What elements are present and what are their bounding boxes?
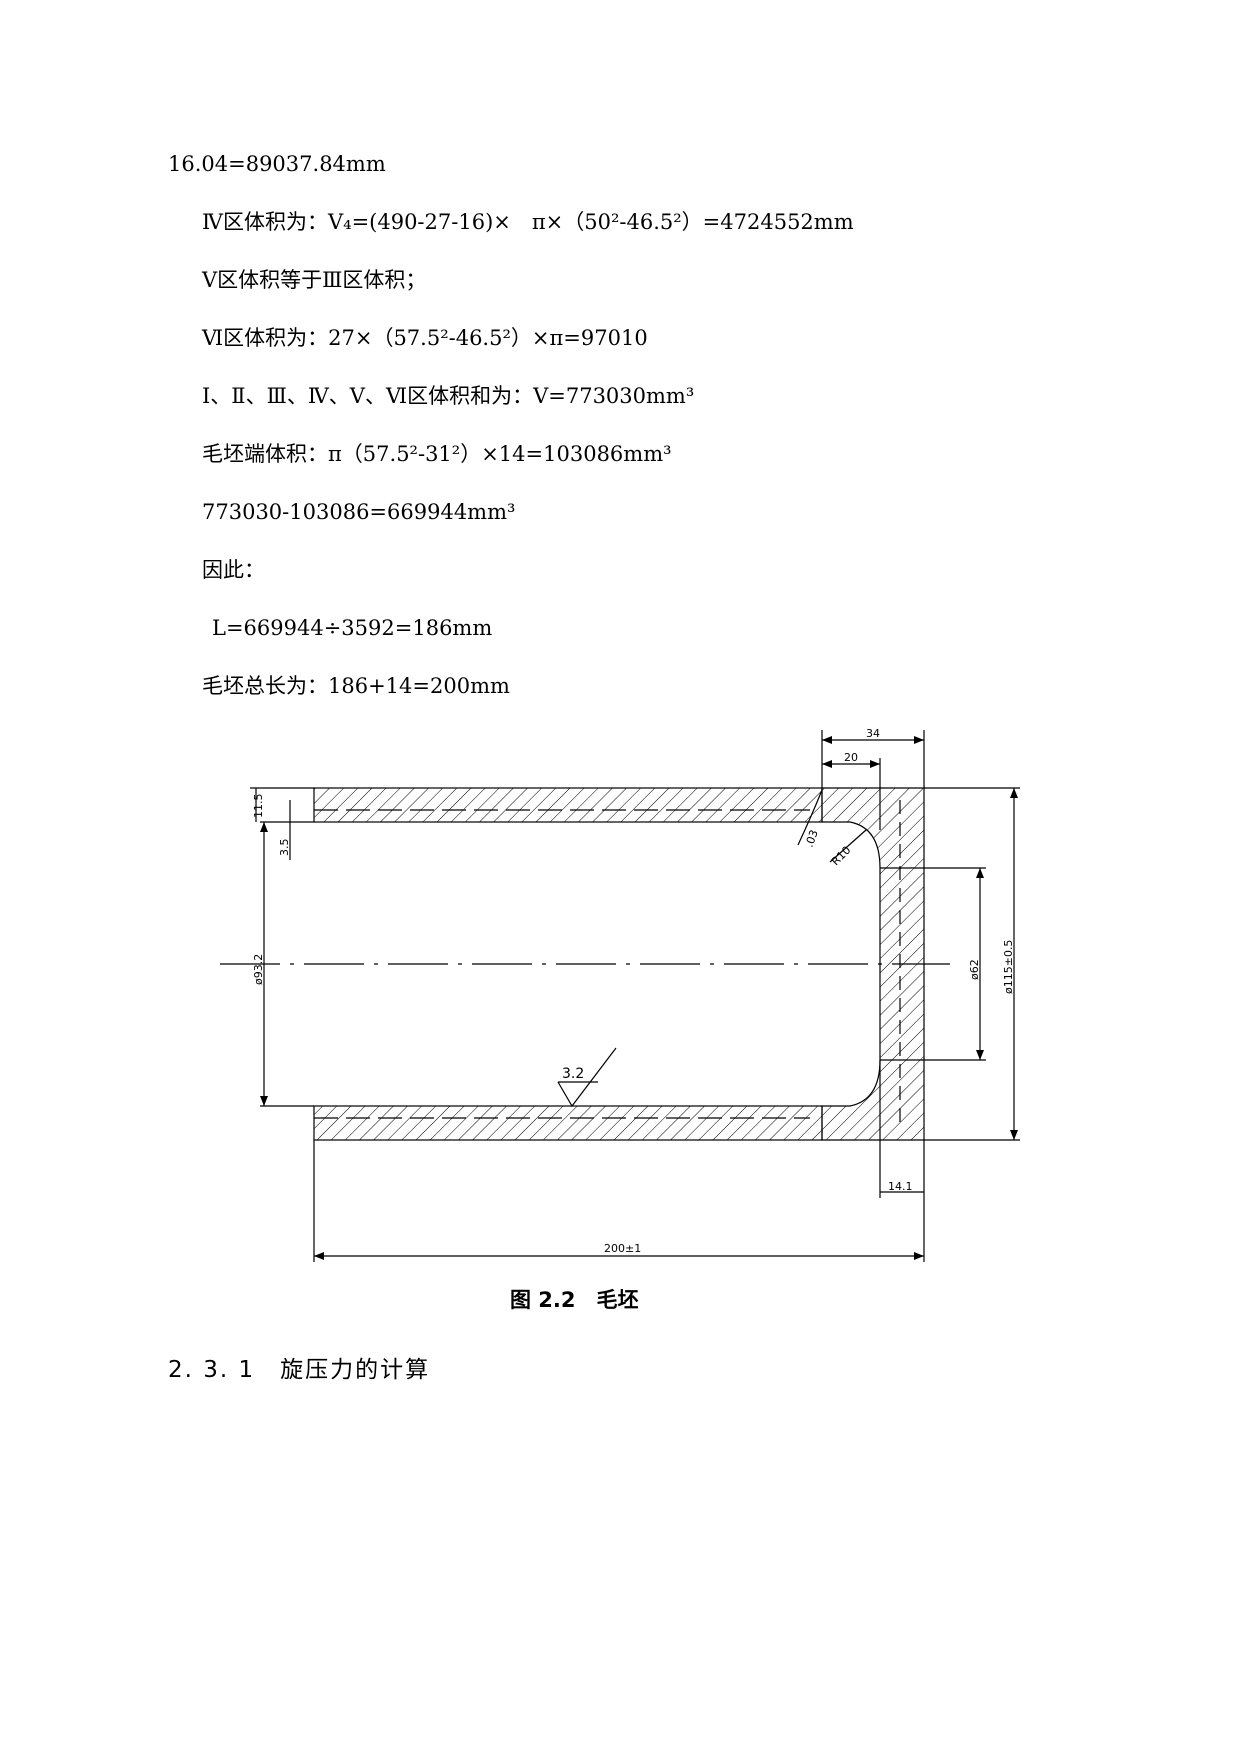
roughness-symbol xyxy=(557,1047,617,1108)
text-line-1: 16.04=89037.84mm xyxy=(168,152,386,176)
text-line-8: 因此： xyxy=(202,558,265,582)
text-line-10: 毛坯总长为：186+14=200mm xyxy=(202,674,510,698)
dim-bore: ø62 xyxy=(968,959,981,980)
text-line-7: 773030-103086=669944mm³ xyxy=(202,500,516,524)
text-line-6: 毛坯端体积：π（57.5²-31²）×14=103086mm³ xyxy=(202,442,672,466)
text-line-4: Ⅵ区体积为：27×（57.5²-46.5²）×π=97010 xyxy=(202,326,648,350)
dim-20: 20 xyxy=(844,751,858,764)
figure-caption: 图 2.2 毛坯 xyxy=(510,1288,639,1312)
text-line-5: Ⅰ、Ⅱ、Ⅲ、Ⅳ、Ⅴ、Ⅵ区体积和为：V=773030mm³ xyxy=(202,384,695,408)
section-heading: 2. 3. 1 旋压力的计算 xyxy=(168,1357,431,1383)
dim-length: 200±1 xyxy=(604,1242,641,1255)
bottom-wall xyxy=(313,1105,823,1141)
dim-chamfer: .03 xyxy=(803,828,821,849)
dim-11-5: 11.5 xyxy=(252,794,265,819)
dim-34: 34 xyxy=(866,727,880,740)
dim-flange: 14.1 xyxy=(888,1180,913,1193)
top-wall xyxy=(313,787,823,823)
text-line-9: L=669944÷3592=186mm xyxy=(212,616,493,640)
dim-inner-diameter: ø93.2 xyxy=(252,954,265,985)
dim-outer-diameter: ø115±0.5 xyxy=(1002,940,1015,994)
text-line-2: Ⅳ区体积为：V₄=(490-27-16)× π×（50²-46.5²）=4724… xyxy=(202,210,854,234)
dim-radius: R10 xyxy=(829,844,853,868)
roughness-value: 3.2 xyxy=(562,1066,584,1082)
dim-3-5: 3.5 xyxy=(278,839,291,857)
text-line-3: Ⅴ区体积等于Ⅲ区体积； xyxy=(202,268,427,292)
